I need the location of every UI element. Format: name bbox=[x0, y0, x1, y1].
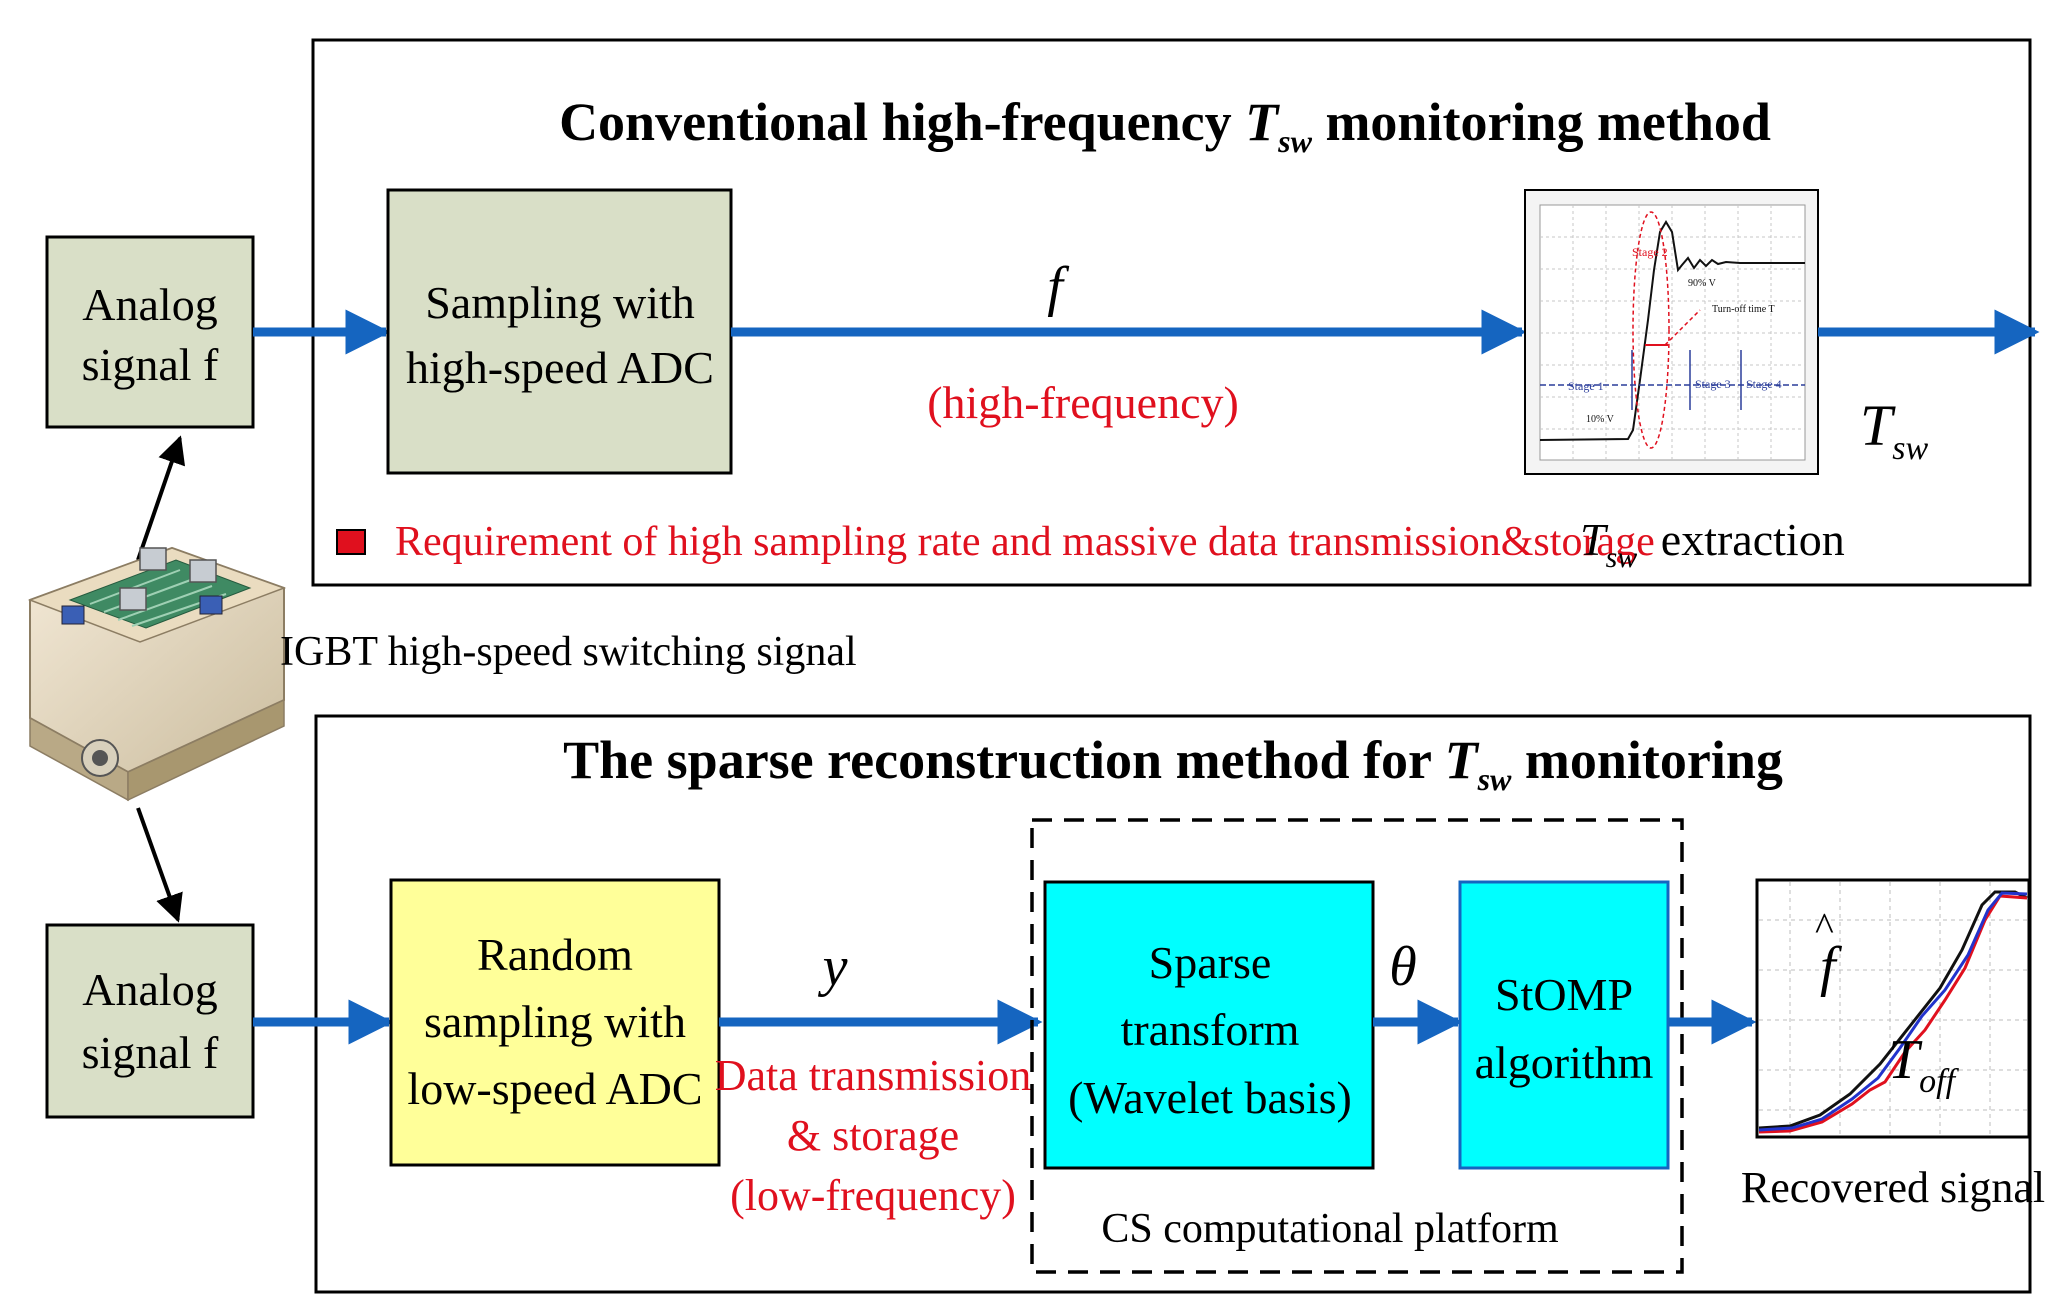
output-tsw: Tsw bbox=[1860, 393, 1928, 467]
tsw-extraction-label: Tsw extraction bbox=[1580, 514, 1845, 574]
theta-label: θ bbox=[1389, 936, 1417, 998]
random-sampling-line1: Random bbox=[477, 929, 633, 980]
stomp-line2: algorithm bbox=[1475, 1037, 1654, 1088]
stomp-algorithm-box bbox=[1458, 880, 1670, 1170]
sparse-transform-line2: transform bbox=[1121, 1004, 1300, 1055]
waveform-stage-3: Stage 3 bbox=[1695, 377, 1731, 391]
recovered-signal-label: Recovered signal bbox=[1741, 1163, 2045, 1212]
f-hat-caret: ^ bbox=[1815, 904, 1834, 949]
sparse-transform-line3: (Wavelet basis) bbox=[1068, 1072, 1352, 1123]
requirement-note: Requirement of high sampling rate and ma… bbox=[395, 519, 1655, 565]
high-frequency-note: (high-frequency) bbox=[927, 377, 1239, 428]
random-sampling-line3: low-speed ADC bbox=[407, 1063, 702, 1114]
waveform-90pct: 90% V bbox=[1688, 278, 1717, 289]
cs-platform-label: CS computational platform bbox=[1101, 1206, 1559, 1252]
sparse-transform-box bbox=[1043, 880, 1375, 1170]
top-panel-title: Conventional high-frequency Tsw monitori… bbox=[559, 92, 1771, 159]
analog-signal-top-line1: Analog bbox=[82, 279, 217, 330]
waveform-turnoff: Turn-off time T bbox=[1712, 304, 1775, 315]
requirement-marker bbox=[336, 529, 366, 555]
analog-signal-bottom-box bbox=[45, 923, 255, 1119]
switching-waveform-plot: Stage 2 90% V Turn-off time T Stage 1 St… bbox=[1524, 189, 1819, 475]
data-note-line1: Data transmission bbox=[715, 1051, 1032, 1100]
sparse-transform-line1: Sparse bbox=[1149, 937, 1272, 988]
stomp-line1: StOMP bbox=[1495, 969, 1633, 1020]
bottom-panel-title: The sparse reconstruction method for Tsw… bbox=[563, 730, 1783, 797]
t-off-label: Toff bbox=[1888, 1029, 1960, 1100]
waveform-stage-4: Stage 4 bbox=[1746, 377, 1782, 391]
analog-signal-bottom-line1: Analog bbox=[82, 964, 217, 1015]
recovered-signal-plot bbox=[1755, 878, 2031, 1139]
arrow-igbt-to-top bbox=[136, 435, 186, 561]
data-note-line3: (low-frequency) bbox=[730, 1171, 1016, 1220]
waveform-stage-2: Stage 2 bbox=[1632, 245, 1668, 259]
high-speed-adc-box bbox=[386, 188, 733, 475]
waveform-stage-1: Stage 1 bbox=[1568, 379, 1604, 393]
cs-platform-frame bbox=[1030, 818, 1684, 1274]
analog-signal-top-line2: signal f bbox=[82, 339, 219, 390]
igbt-module-image bbox=[27, 546, 287, 802]
random-sampling-box bbox=[389, 878, 721, 1167]
arrow-label-f: f bbox=[1047, 256, 1070, 318]
igbt-label: IGBT high-speed switching signal bbox=[280, 629, 857, 675]
data-note-line2: & storage bbox=[787, 1111, 959, 1160]
analog-signal-bottom-line2: signal f bbox=[82, 1027, 219, 1078]
high-speed-adc-line1: Sampling with bbox=[425, 277, 695, 328]
high-speed-adc-line2: high-speed ADC bbox=[406, 342, 714, 393]
random-sampling-line2: sampling with bbox=[424, 996, 686, 1047]
arrow-label-y: y bbox=[818, 936, 848, 998]
arrow-igbt-to-bottom bbox=[136, 807, 183, 923]
analog-signal-top-box bbox=[45, 235, 255, 429]
waveform-10pct: 10% V bbox=[1586, 414, 1615, 425]
